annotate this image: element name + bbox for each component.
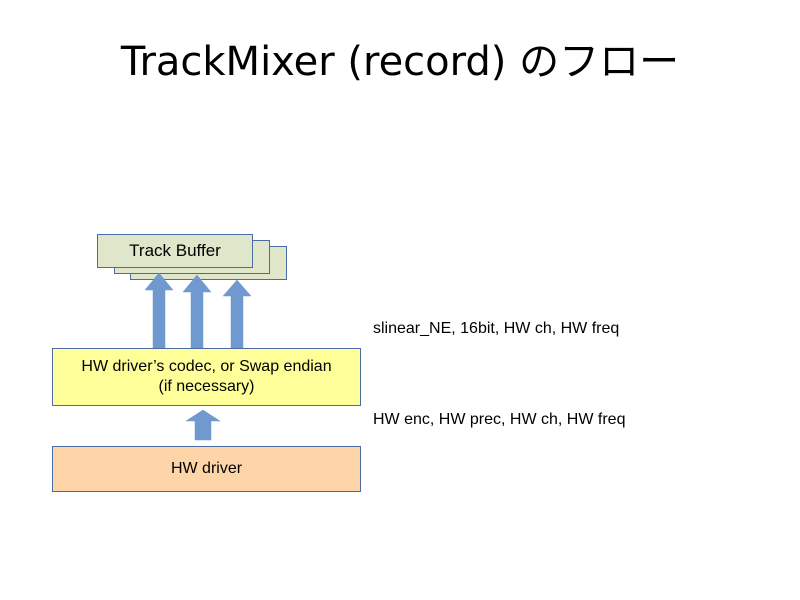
codec-label-line1: HW driver’s codec, or Swap endian <box>81 358 332 375</box>
hw-driver-box: HW driver <box>52 446 361 492</box>
annotation-upper: slinear_NE, 16bit, HW ch, HW freq <box>373 320 620 337</box>
hw-driver-label: HW driver <box>170 460 243 477</box>
arrow-up-4 <box>185 409 221 441</box>
slide-title: TrackMixer (record) のフロー <box>120 39 680 85</box>
codec-box: HW driver’s codec, or Swap endian (if ne… <box>52 348 361 406</box>
arrow-up-3 <box>222 279 252 349</box>
arrow-up-1 <box>144 272 174 349</box>
codec-label-line2: (if necessary) <box>158 378 255 395</box>
annotation-lower: HW enc, HW prec, HW ch, HW freq <box>373 411 626 428</box>
track-buffer-label: Track Buffer <box>129 241 221 260</box>
track-buffer-front: Track Buffer <box>97 234 253 268</box>
arrow-up-2 <box>182 274 212 349</box>
